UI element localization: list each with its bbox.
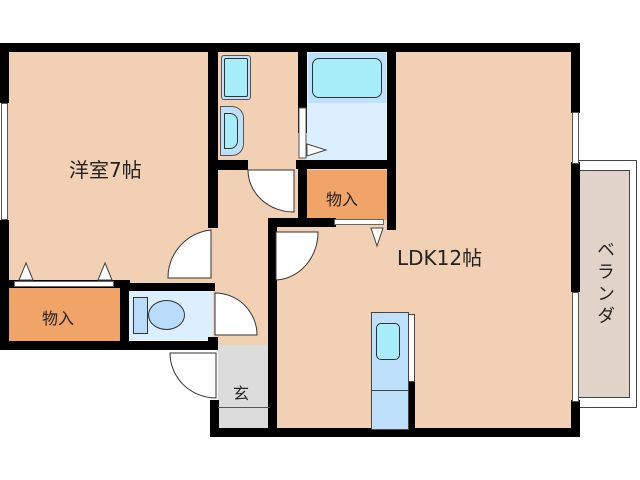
wall-right-mid — [571, 162, 580, 292]
wall-bath-bottom — [296, 160, 396, 169]
arrow-closet-west-2 — [97, 261, 113, 281]
kitchen-side-panel — [408, 314, 415, 382]
wall-hall-ldk — [268, 218, 277, 433]
bathtub-inner — [312, 58, 382, 98]
wall-right-bottom — [571, 400, 580, 437]
closet-door-center[interactable] — [334, 219, 384, 225]
window-east-upper — [572, 112, 579, 164]
window-west — [1, 103, 8, 220]
wall-entrance-left — [210, 400, 219, 437]
wall-kitchen-post — [408, 380, 415, 430]
western-room — [8, 50, 213, 285]
balcony-label: ベランダ — [594, 240, 615, 328]
entrance-area — [218, 345, 273, 430]
storage-center-label: 物入 — [326, 190, 359, 209]
wall-bottom — [210, 428, 580, 437]
door-ldk — [275, 231, 319, 281]
wall-storage-right — [120, 283, 129, 348]
entrance-label: 玄 — [233, 384, 250, 403]
toilet-bowl — [148, 300, 185, 330]
storage-west-label: 物入 — [42, 309, 75, 328]
western-room-label: 洋室7帖 — [69, 158, 142, 182]
door-toilet — [214, 292, 258, 336]
closet-door-west[interactable] — [14, 281, 114, 287]
wall-westroom-right — [208, 43, 218, 228]
door-entrance — [169, 352, 217, 399]
toilet-tank — [133, 297, 148, 334]
wall-left — [0, 43, 9, 103]
arrow-bath-door — [306, 143, 328, 157]
ldk-label: LDK12帖 — [397, 246, 483, 270]
balcony — [575, 170, 630, 398]
door-westroom — [167, 229, 212, 279]
wall-bottom-west — [0, 341, 215, 350]
wall-storage-bottom — [268, 218, 336, 227]
storage-center — [307, 170, 387, 220]
wall-bath-right — [387, 43, 396, 230]
wall-toilet-door-post — [208, 337, 218, 350]
arrow-closet-center — [370, 227, 384, 248]
washing-machine-inner — [224, 58, 248, 97]
kitchen-sink — [376, 323, 400, 360]
door-washroom — [247, 169, 295, 213]
wall-right-top — [571, 43, 580, 113]
wall-toilet-top — [120, 283, 215, 291]
wall-wash-bath — [298, 43, 307, 133]
storage-west — [8, 288, 123, 343]
wash-basin-inner — [224, 113, 238, 149]
wall-top — [0, 43, 580, 52]
bath-door — [298, 107, 307, 159]
wall-wash-bottom — [208, 160, 248, 170]
entrance-step-line — [218, 407, 270, 408]
arrow-closet-west-1 — [18, 261, 34, 281]
kitchen-counter-divider — [371, 390, 409, 391]
wall-storage-left — [298, 160, 307, 222]
window-east-lower — [572, 292, 579, 402]
